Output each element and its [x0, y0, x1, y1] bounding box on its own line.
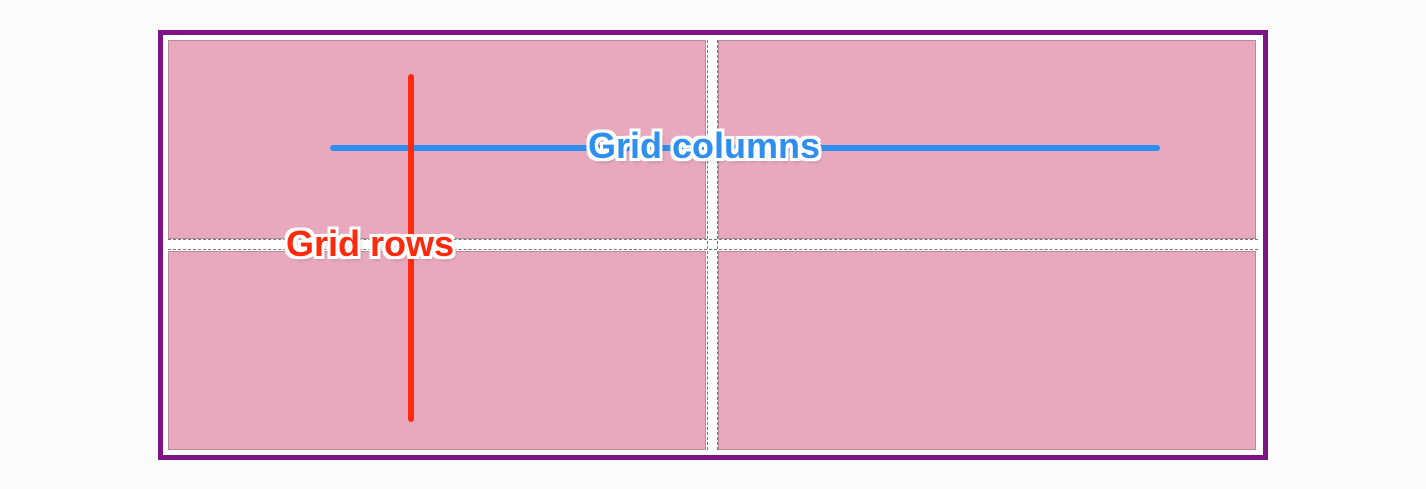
grid-container [158, 30, 1268, 460]
grid-cell-r1c2 [718, 40, 1256, 239]
columns-annotation-line [330, 145, 1160, 151]
grid-cell-r1c1 [168, 40, 706, 239]
rows-annotation-label: Grid rows [286, 223, 455, 264]
rows-annotation-line [408, 74, 414, 422]
column-gap-line-left [707, 40, 708, 450]
columns-annotation-label: Grid columns [588, 125, 821, 166]
column-gap-line-right [717, 40, 718, 450]
row-gap-line-top [168, 239, 1258, 240]
grid-cell-r2c1 [168, 251, 706, 450]
grid-cell-r2c2 [718, 251, 1256, 450]
row-gap-line-bottom [168, 249, 1258, 250]
grid-inner [168, 40, 1258, 450]
